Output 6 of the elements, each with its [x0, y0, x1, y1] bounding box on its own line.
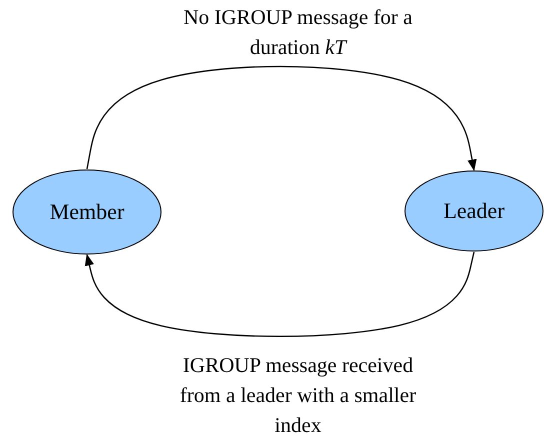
state-label: Leader — [443, 198, 505, 224]
transition-arrow — [86, 66, 477, 172]
transition-arrow — [84, 252, 475, 338]
transition-label: No IGROUP message for a duration kT — [182, 4, 414, 61]
transition-label: IGROUP message received from a leader with a smaller index — [178, 352, 418, 439]
state-label: Member — [50, 199, 124, 225]
